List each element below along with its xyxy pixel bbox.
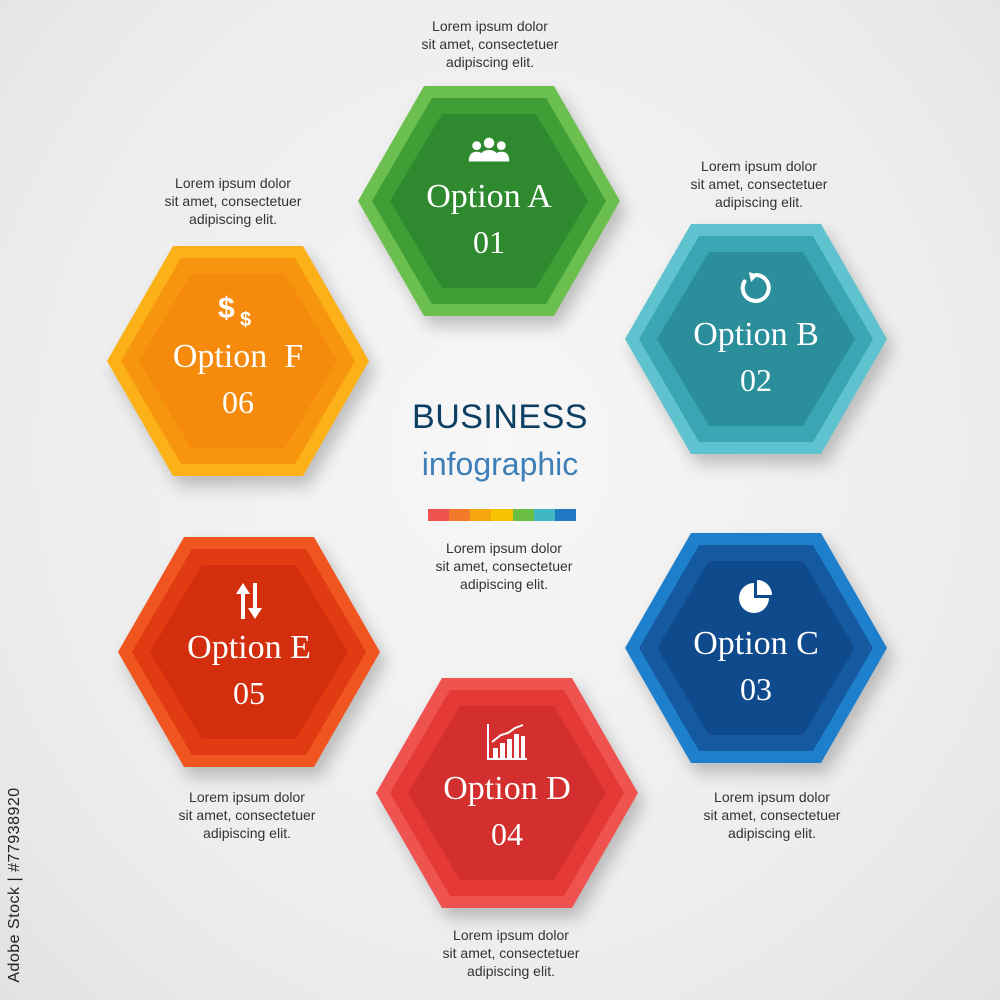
caption-option-e: Lorem ipsum dolor sit amet, consectetuer… <box>147 788 347 842</box>
option-number: 01 <box>473 224 505 260</box>
caption-line: sit amet, consectetuer <box>178 807 316 823</box>
option-number: 02 <box>740 362 772 398</box>
center-title: BUSINESS <box>412 398 588 436</box>
color-bar-segment <box>470 509 492 521</box>
option-number: 04 <box>491 816 523 852</box>
caption-option-a: Lorem ipsum dolor sit amet, consectetuer… <box>390 17 590 71</box>
caption-option-c: Lorem ipsum dolor sit amet, consectetuer… <box>672 788 872 842</box>
color-bar-segment <box>491 509 513 521</box>
people-icon <box>467 130 511 170</box>
svg-text:$: $ <box>218 292 235 325</box>
caption-line: adipiscing elit. <box>728 825 816 841</box>
bar-chart-icon <box>485 722 529 762</box>
option-title: Option F <box>172 338 304 375</box>
color-bar-segment <box>428 509 450 521</box>
hexagon-shape <box>118 537 380 767</box>
caption-option-b: Lorem ipsum dolor sit amet, consectetuer… <box>659 157 859 211</box>
color-bar-segment <box>533 509 555 521</box>
option-number: 06 <box>222 384 254 420</box>
dollar-icon: $ $ <box>216 290 260 330</box>
caption-line: adipiscing elit. <box>467 963 555 979</box>
caption-line: sit amet, consectetuer <box>435 558 573 574</box>
hexagon-option-a: Option A 01 <box>358 86 620 316</box>
hexagon-shape <box>358 86 620 316</box>
hexagon-shape <box>107 246 369 476</box>
caption-line: sit amet, consectetuer <box>703 807 841 823</box>
up-down-arrows-icon <box>227 581 271 621</box>
pie-chart-icon <box>734 577 778 617</box>
caption-line: sit amet, consectetuer <box>442 945 580 961</box>
option-title: Option A <box>426 178 552 215</box>
hexagon-option-e: Option E 05 <box>118 537 380 767</box>
caption-line: Lorem ipsum dolor <box>701 158 817 174</box>
caption-line: Lorem ipsum dolor <box>432 18 548 34</box>
stock-id-text: Adobe Stock | #77938920 <box>4 770 26 1000</box>
svg-text:$: $ <box>240 309 251 330</box>
stock-id-label: Adobe Stock | #77938920 <box>6 787 23 983</box>
option-number: 05 <box>233 675 265 711</box>
caption-line: adipiscing elit. <box>446 54 534 70</box>
caption-line: adipiscing elit. <box>203 825 291 841</box>
option-number: 03 <box>740 671 772 707</box>
caption-line: sit amet, consectetuer <box>421 36 559 52</box>
refresh-icon <box>734 268 778 308</box>
caption-line: Lorem ipsum dolor <box>446 540 562 556</box>
color-bar-segment <box>554 509 576 521</box>
option-title: Option E <box>187 629 311 666</box>
caption-option-d: Lorem ipsum dolor sit amet, consectetuer… <box>411 926 611 980</box>
hexagon-shape <box>376 678 638 908</box>
center-caption: Lorem ipsum dolor sit amet, consectetuer… <box>404 539 604 593</box>
hexagon-option-d: Option D 04 <box>376 678 638 908</box>
color-bar-segment <box>512 509 534 521</box>
hexagon-shape <box>625 224 887 454</box>
hexagon-option-f: $ $ Option F 06 <box>107 246 369 476</box>
hexagon-option-b: Option B 02 <box>625 224 887 454</box>
option-title: Option C <box>693 625 819 662</box>
hexagon-option-c: Option C 03 <box>625 533 887 763</box>
option-title: Option B <box>693 316 819 353</box>
caption-option-f: Lorem ipsum dolor sit amet, consectetuer… <box>133 174 333 228</box>
option-title: Option D <box>443 770 571 807</box>
caption-line: Lorem ipsum dolor <box>714 789 830 805</box>
hexagon-shape <box>625 533 887 763</box>
caption-line: adipiscing elit. <box>460 576 548 592</box>
caption-line: Lorem ipsum dolor <box>453 927 569 943</box>
color-bar-segment <box>449 509 471 521</box>
caption-line: sit amet, consectetuer <box>164 193 302 209</box>
center-subtitle: infographic <box>421 446 579 482</box>
caption-line: Lorem ipsum dolor <box>189 789 305 805</box>
caption-line: Lorem ipsum dolor <box>175 175 291 191</box>
color-bar <box>428 509 576 521</box>
caption-line: sit amet, consectetuer <box>690 176 828 192</box>
caption-line: adipiscing elit. <box>715 194 803 210</box>
caption-line: adipiscing elit. <box>189 211 277 227</box>
